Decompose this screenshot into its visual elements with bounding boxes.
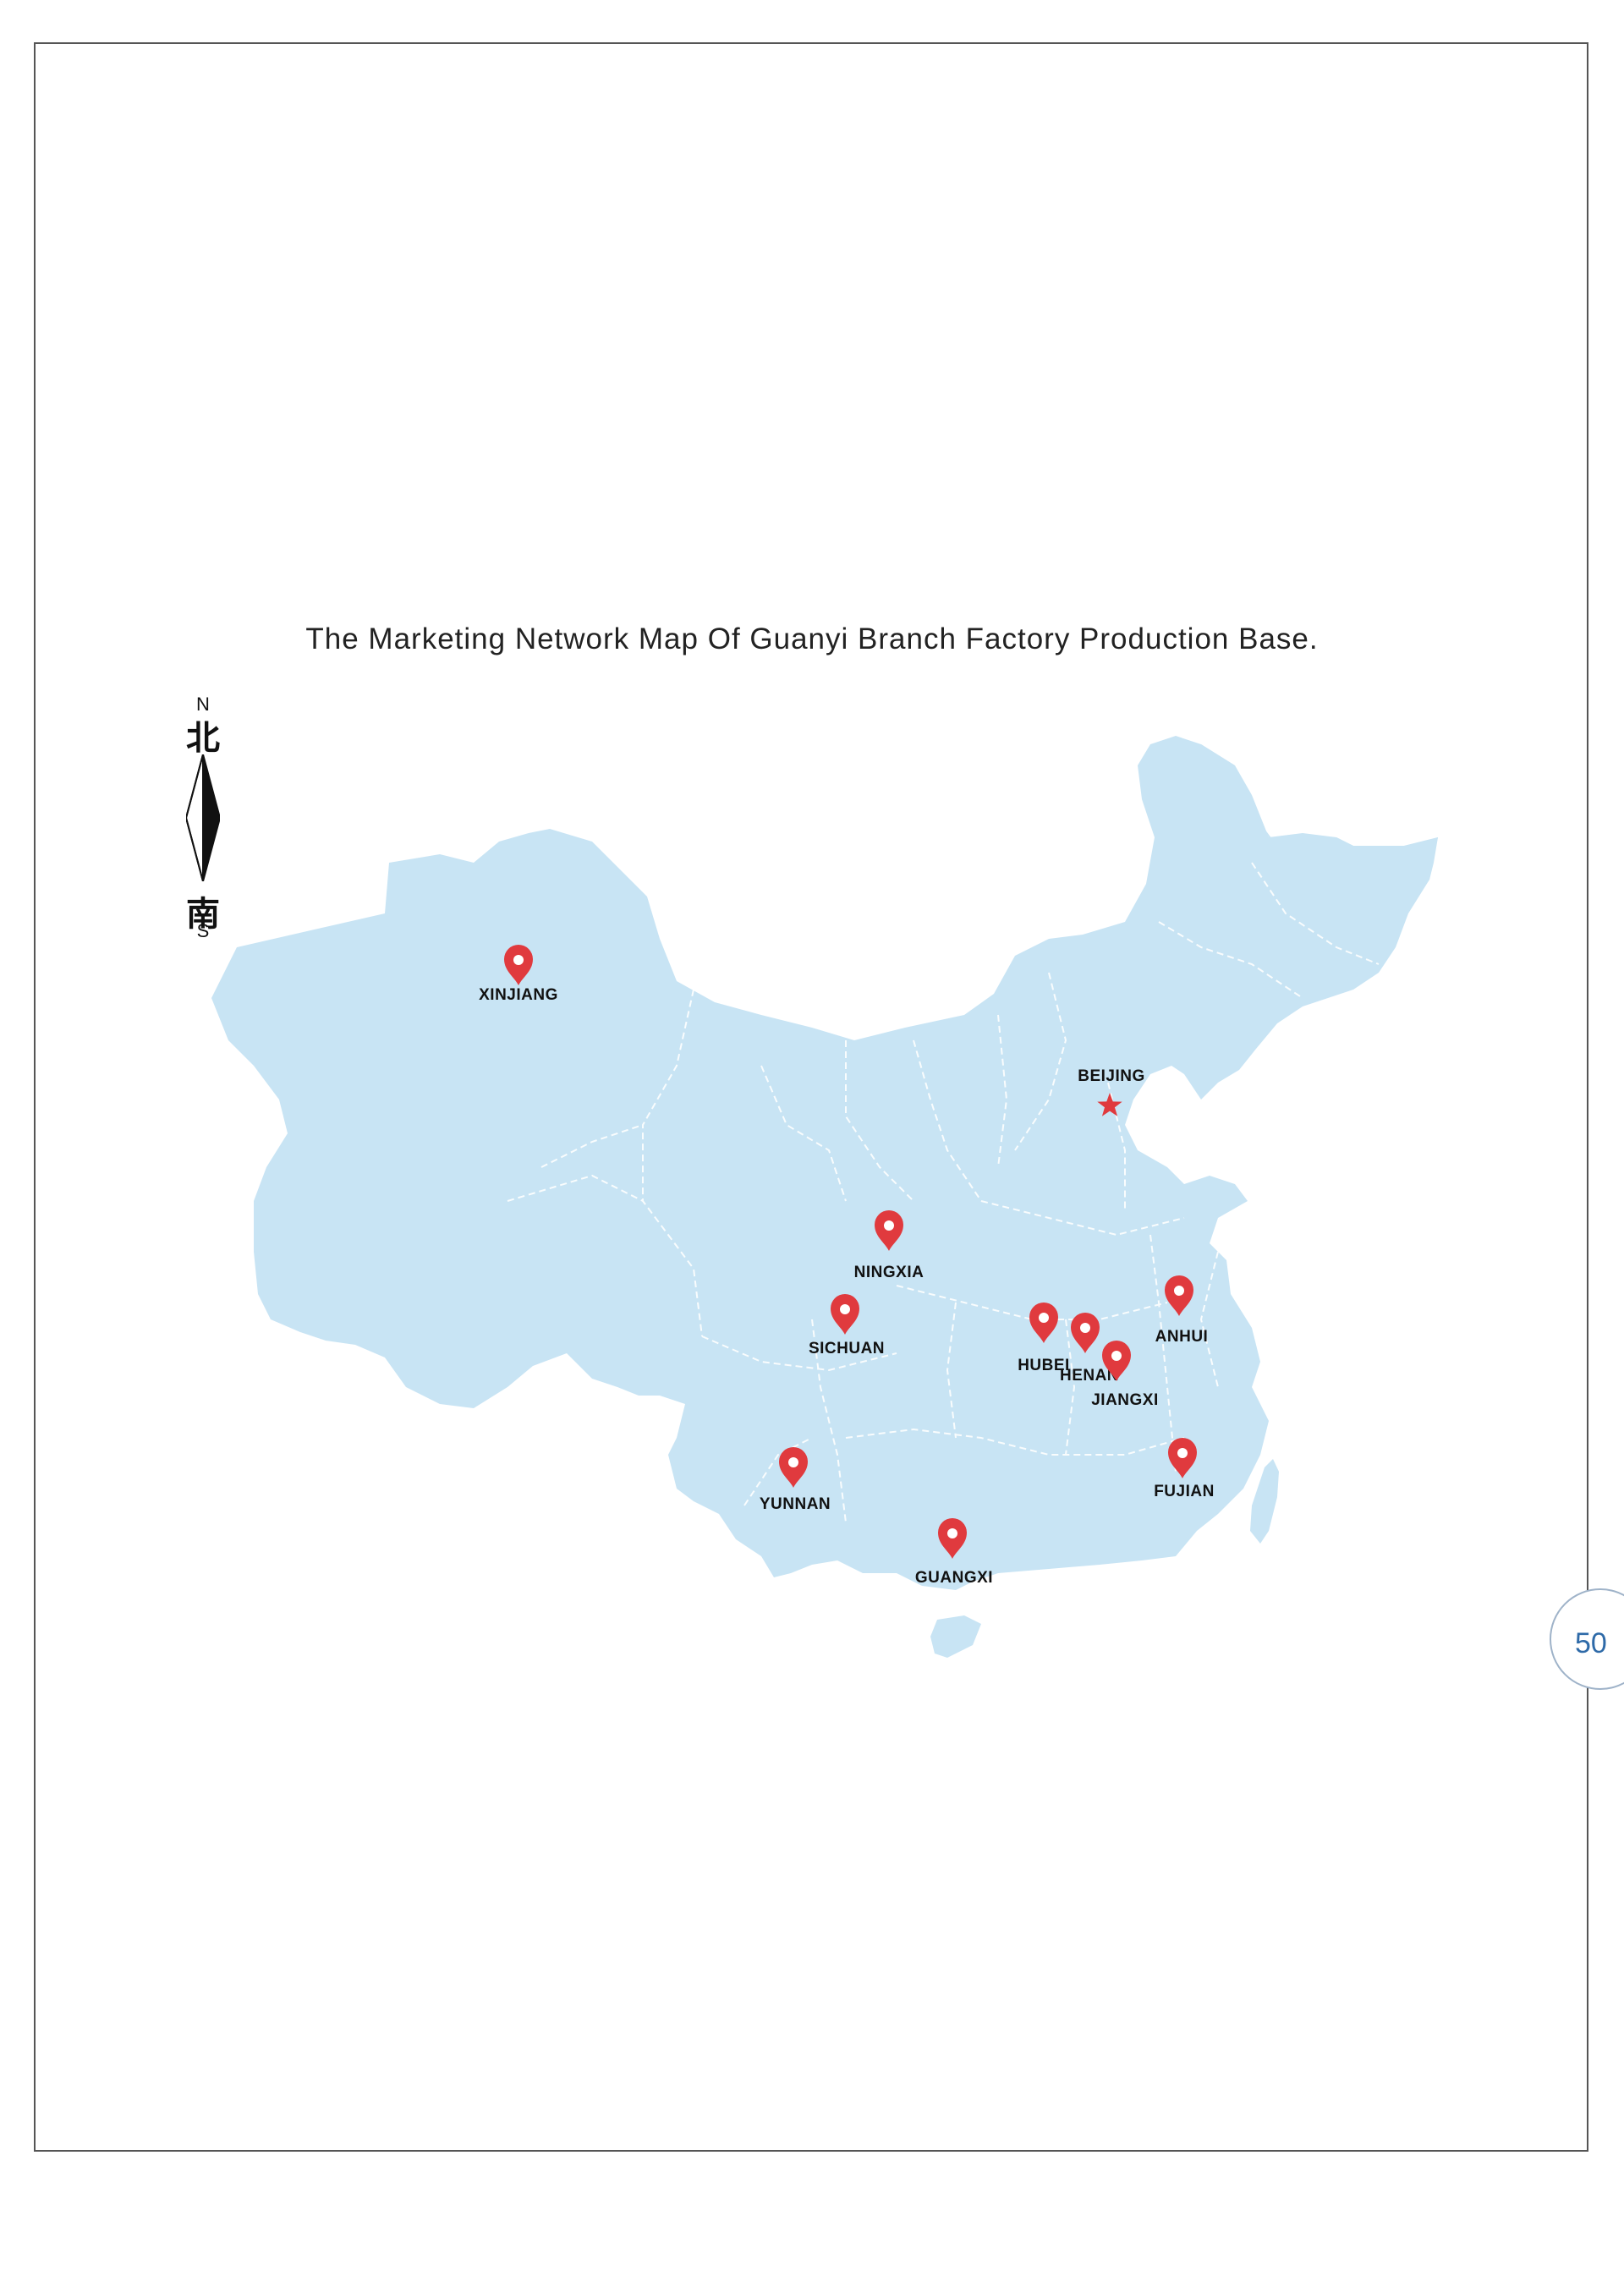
page-frame [34,42,1588,2152]
map-title: The Marketing Network Map Of Guanyi Bran… [305,622,1319,655]
compass-south-char: 南 [186,896,220,933]
compass-south-letter: S [196,920,210,941]
compass-north-char: 北 [186,720,220,757]
compass-needle-icon [186,754,220,881]
taiwan-island [1250,1459,1279,1544]
city-label-hubei: HUBEI [1018,1357,1070,1374]
compass-north-letter: N [196,694,210,715]
city-label-xinjiang: XINJIANG [479,986,558,1004]
northeast-landmass [1138,736,1438,913]
city-label-ningxia: NINGXIA [854,1264,924,1281]
city-label-fujian: FUJIAN [1154,1483,1215,1500]
city-label-jiangxi: JIANGXI [1091,1391,1159,1409]
city-label-yunnan: YUNNAN [760,1495,831,1513]
province-borders [507,862,1380,1523]
mainland-landmass [211,744,1438,1590]
city-label-sichuan: SICHUAN [809,1340,885,1357]
compass-rose: N 北 南 S [173,694,233,941]
city-label-henan: HENAN [1060,1367,1119,1385]
hainan-island [930,1615,981,1658]
city-label-anhui: ANHUI [1155,1328,1209,1346]
city-label-beijing: BEIJING [1078,1067,1145,1085]
city-label-guangxi: GUANGXI [915,1569,993,1587]
page-number-badge [1550,1588,1624,1690]
page-number: 50 [1575,1627,1607,1659]
star-icon [1097,1093,1122,1116]
